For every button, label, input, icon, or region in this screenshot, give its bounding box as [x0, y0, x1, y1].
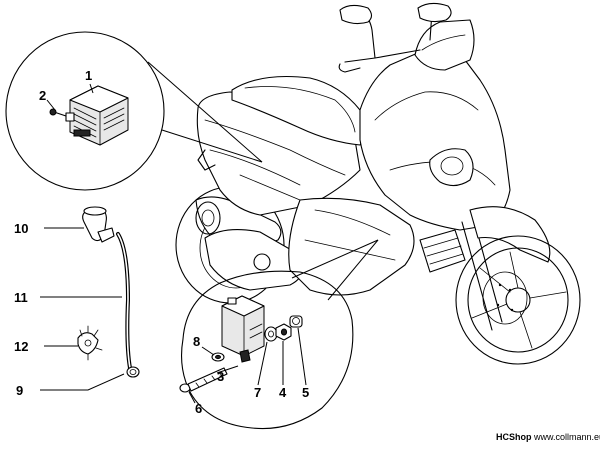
clip-part-12 [77, 325, 103, 361]
scooter-illustration [175, 2, 581, 365]
cdi-inset [179, 239, 379, 430]
part-number-5: 5 [302, 385, 309, 400]
part-number-7: 7 [254, 385, 261, 400]
nut-part-4 [275, 323, 292, 341]
left-parts-group [40, 206, 140, 391]
voltage-regulator-part [65, 85, 129, 146]
spacer-part-5 [289, 315, 303, 328]
cdi-unit-part-3 [221, 295, 265, 363]
part-number-labels: 1 2 10 11 12 9 8 3 6 7 4 5 [14, 68, 309, 416]
part-number-12: 12 [14, 339, 28, 354]
part-number-3: 3 [217, 369, 224, 384]
part-number-8: 8 [193, 334, 200, 349]
part-number-2: 2 [39, 88, 46, 103]
part-number-9: 9 [16, 383, 23, 398]
washer-part-8 [211, 352, 225, 362]
screw-part-2 [49, 108, 67, 117]
part-number-11: 11 [14, 290, 28, 305]
watermark-site: www.collmann.eu [534, 432, 600, 442]
elbow-fitting-part-10 [82, 206, 115, 243]
watermark-shop: HCShop [496, 432, 532, 442]
part-number-1: 1 [85, 68, 92, 83]
part-number-6: 6 [195, 401, 202, 416]
bolt-part-6 [179, 367, 228, 393]
part-number-4: 4 [279, 385, 287, 400]
watermark: HCShop www.collmann.eu [496, 432, 600, 442]
end-cap-part-9 [126, 366, 140, 378]
part-number-10: 10 [14, 221, 28, 236]
regulator-inset [5, 31, 263, 191]
washer-part-7 [264, 326, 278, 342]
